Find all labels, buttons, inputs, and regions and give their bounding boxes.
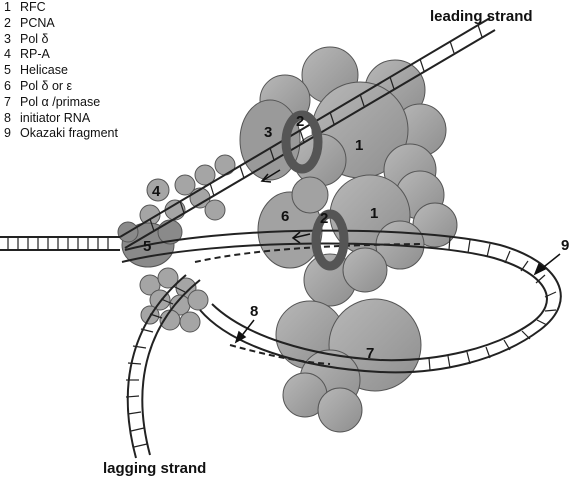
- pointer-arrow-8: [234, 319, 255, 344]
- pointer-arrow-9: [533, 253, 561, 276]
- marker-2-lower: 2: [320, 210, 328, 227]
- marker-3: 3: [264, 124, 272, 141]
- rpa-cluster-upper-4: [139, 154, 236, 226]
- marker-2-upper: 2: [296, 113, 304, 130]
- marker-4: 4: [152, 183, 161, 200]
- leading-strand-duplex: [119, 17, 496, 249]
- leading-strand-label: leading strand: [430, 8, 533, 25]
- marker-7: 7: [366, 345, 374, 362]
- pcna-ring-lower: [311, 209, 349, 271]
- synthesis-arrow-upper: [260, 169, 281, 183]
- marker-6: 6: [281, 208, 289, 225]
- pcna-ring-upper: [281, 110, 323, 174]
- lagging-strand-tail: [125, 274, 201, 459]
- synthesis-arrow-lower: [291, 231, 311, 244]
- lagging-strand-label: lagging strand: [103, 460, 207, 477]
- parental-duplex: [0, 236, 120, 251]
- marker-9: 9: [561, 237, 569, 254]
- marker-1-upper: 1: [355, 137, 363, 154]
- rpa-cluster-lower: [139, 267, 209, 333]
- pol-delta-3: [239, 99, 301, 181]
- rfc-complex-lower: [303, 170, 458, 307]
- marker-1-lower: 1: [370, 205, 378, 222]
- pol-delta-or-epsilon-6: [257, 176, 329, 269]
- pol-alpha-primase-7: [275, 298, 422, 433]
- marker-8: 8: [250, 303, 258, 320]
- marker-5: 5: [143, 238, 151, 255]
